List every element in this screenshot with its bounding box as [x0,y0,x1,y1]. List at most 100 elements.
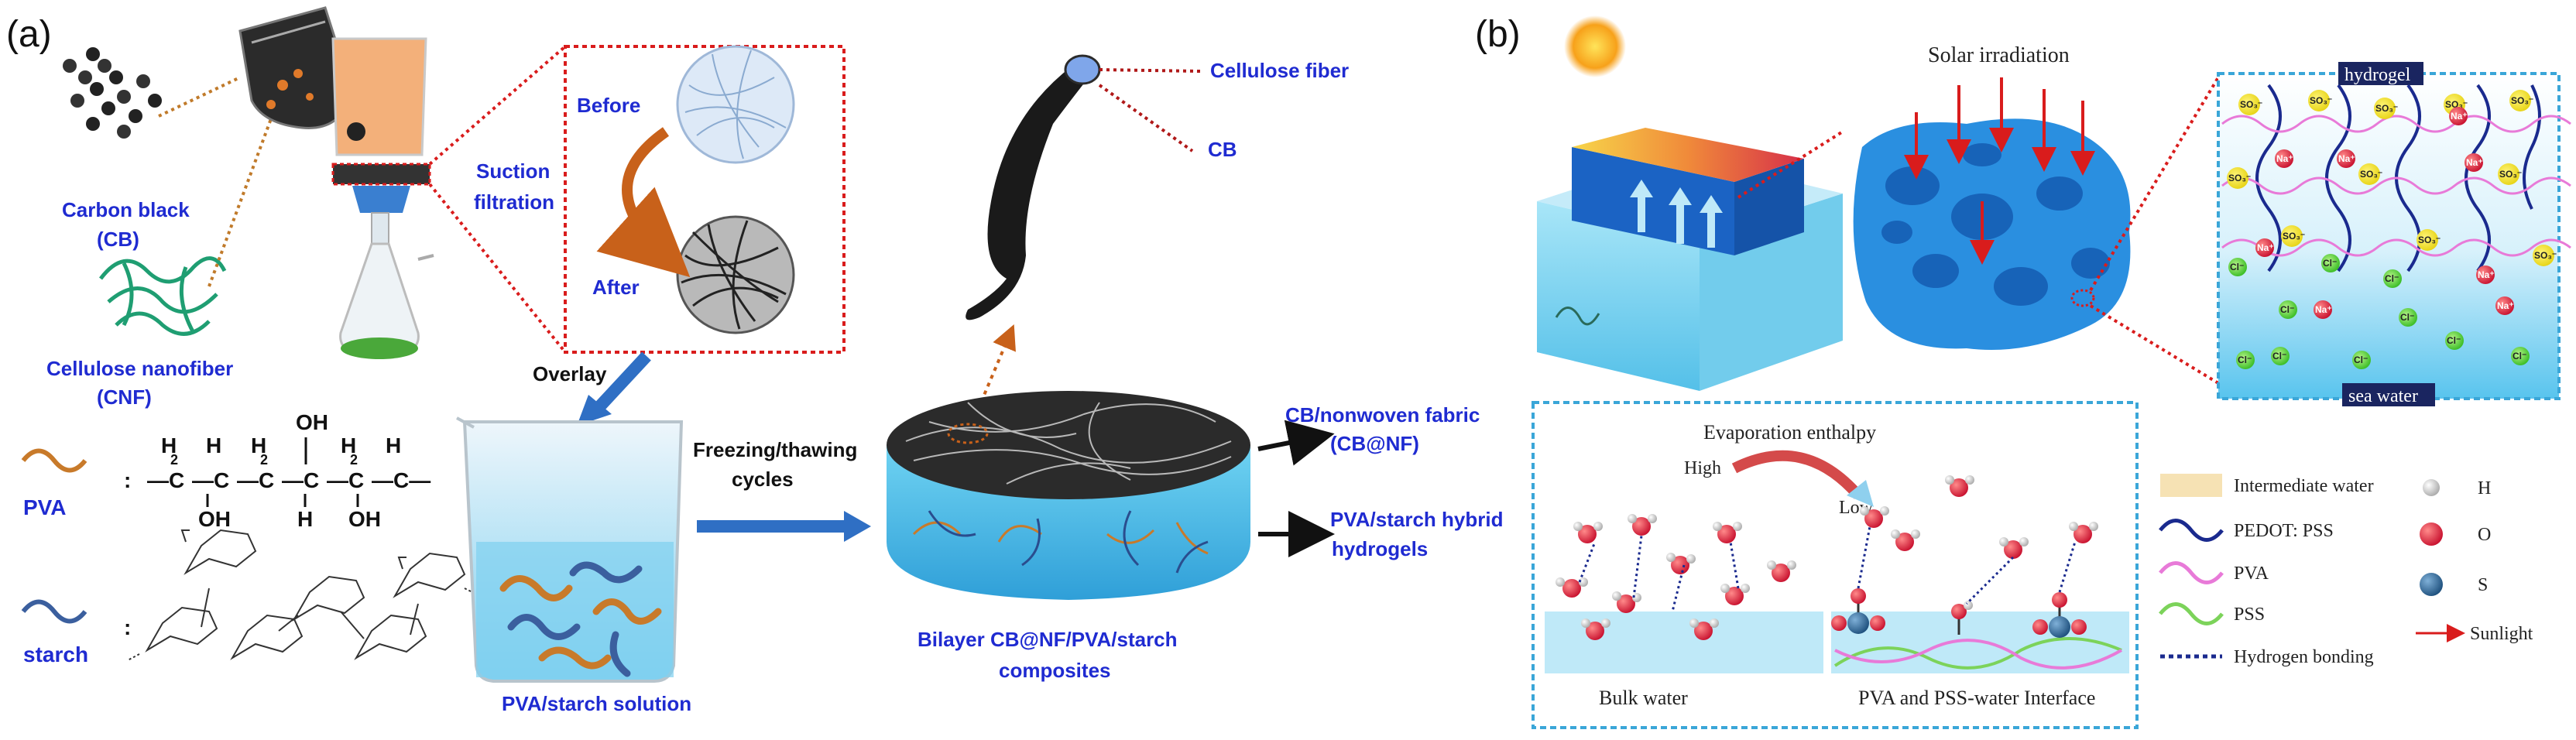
cellulose-fiber-illustration [966,66,1092,320]
bulk-water-band [1545,612,1823,673]
zoom-line-bottom [428,183,567,354]
svg-text:OH: OH [198,507,231,531]
porous-hydrogel [1853,77,2131,351]
panel-b-tag: (b) [1475,14,1521,55]
svg-text:SO₃⁻: SO₃⁻ [2310,95,2332,106]
hydrogel-tag: hydrogel [2344,65,2411,85]
after-label: After [592,276,640,299]
svg-text::: : [124,615,131,639]
legend-h-swatch [2423,479,2440,496]
cb-pointer [1098,84,1194,152]
svg-text:H: H [161,433,177,457]
gel-zoom-line-bottom [2089,304,2220,385]
svg-text:SO₃⁻: SO₃⁻ [2240,99,2262,110]
svg-text:Na⁺: Na⁺ [2257,242,2274,253]
cnf-connector [208,108,276,287]
starch-squiggle-icon [21,599,87,624]
svg-text:OH: OH [348,507,381,531]
svg-text:H: H [251,433,266,457]
hbond-lines [1578,526,2077,612]
svg-text:SO₃⁻: SO₃⁻ [2534,250,2557,261]
legend-pedot-label: PEDOT: PSS [2234,521,2334,541]
starch-structure: : [124,529,481,661]
bilayer-label-2: composites [999,659,1111,682]
enthalpy-arrow [1731,450,1863,499]
filtration-inset-box [564,45,846,354]
overlay-arrow-head [577,395,612,426]
pva-squiggle-icon [21,448,87,473]
cnf-label-2: (CNF) [97,385,152,409]
legend-s-label: S [2478,575,2488,595]
svg-text:Na⁺: Na⁺ [2497,300,2514,311]
before-fibers [684,50,787,159]
hybrid-label-2: hydrogels [1332,537,1428,560]
legend-sunlight-label: Sunlight [2470,624,2533,644]
cnf-label-1: Cellulose nanofiber [46,357,233,380]
pouring-beaker-illustration [238,6,354,129]
svg-text:Cl⁻: Cl⁻ [2385,273,2399,284]
legend-hbond-label: Hydrogen bonding [2234,647,2374,667]
sulfonate-groups [1831,588,2087,638]
sea-water-tag: sea water [2348,386,2418,406]
interface-label: PVA and PSS-water Interface [1858,687,2095,709]
enthalpy-arrow-head [1847,480,1874,507]
legend-o-label: O [2478,525,2491,545]
carbon-black-illustration [63,47,162,139]
svg-text:Cl⁻: Cl⁻ [2447,335,2461,346]
carbon-black-label-2: (CB) [97,228,139,251]
svg-text:Na⁺: Na⁺ [2276,153,2293,164]
legend-o-swatch [2420,522,2443,546]
cbnf-arrow [1257,420,1335,466]
legend-intermediate-label: Intermediate water [2234,476,2374,496]
svg-text:H: H [341,433,356,457]
svg-text:H: H [297,507,313,531]
svg-text:Na⁺: Na⁺ [2451,111,2468,122]
hybrid-label-1: PVA/starch hybrid [1330,508,1503,531]
freezing-label-1: Freezing/thawing [693,438,857,461]
svg-text:Cl⁻: Cl⁻ [2354,355,2368,365]
pva-starch-beaker [456,416,684,683]
cellulose-fiber-core [1064,54,1101,85]
cellulose-fiber-pointer [1099,68,1201,73]
legend-pva-label: PVA [2234,564,2269,584]
legend-pedot-swatch [2159,519,2224,542]
water-molecules [1556,475,2098,640]
evaporation-enthalpy-label: Evaporation enthalpy [1703,421,1876,444]
svg-text:H: H [386,433,401,457]
svg-text:SO₃⁻: SO₃⁻ [2283,231,2305,242]
svg-text:Na⁺: Na⁺ [2466,157,2483,168]
cbnf-label-2: (CB@NF) [1330,432,1419,455]
suction-label-1: Suction [476,159,550,183]
legend: Intermediate water PEDOT: PSS PVA PSS Hy… [2159,474,2533,667]
svg-text:SO₃⁻: SO₃⁻ [2360,169,2382,180]
svg-text:—C: —C [237,468,274,492]
suction-label-2: filtration [474,190,554,214]
overlay-arrow [592,351,651,415]
svg-text:Cl⁻: Cl⁻ [2238,355,2252,365]
filtration-flask-illustration [331,37,434,359]
pva-label: PVA [23,495,67,519]
svg-text:—C—: —C— [372,468,430,492]
before-label: Before [577,94,640,117]
pva-structure: : —C—C—C —C—C—C— H2 H H2 OH H2 H OH H OH [124,410,430,531]
sea-water-tag-bg [2342,383,2435,406]
cbnf-label-1: CB/nonwoven fabric [1285,403,1480,427]
legend-pss-swatch [2159,602,2224,625]
carbon-black-label-1: Carbon black [62,198,190,221]
bilayer-label-1: Bilayer CB@NF/PVA/starch [918,628,1178,651]
svg-text:Cl⁻: Cl⁻ [2272,351,2286,361]
svg-text:Na⁺: Na⁺ [2315,304,2332,315]
svg-text:2: 2 [260,452,268,468]
svg-text:H: H [206,433,221,457]
legend-intermediate-swatch [2160,474,2222,497]
svg-text:Cl⁻: Cl⁻ [2323,258,2337,269]
legend-h-label: H [2478,478,2491,498]
svg-text:SO₃⁻: SO₃⁻ [2445,99,2468,110]
svg-text:Na⁺: Na⁺ [2338,153,2355,164]
overlay-label: Overlay [533,362,607,385]
legend-pss-label: PSS [2234,605,2265,625]
high-label: High [1684,458,1721,478]
cellulose-fiber-label: Cellulose fiber [1210,59,1349,82]
hydrogel-inset [2217,72,2561,400]
